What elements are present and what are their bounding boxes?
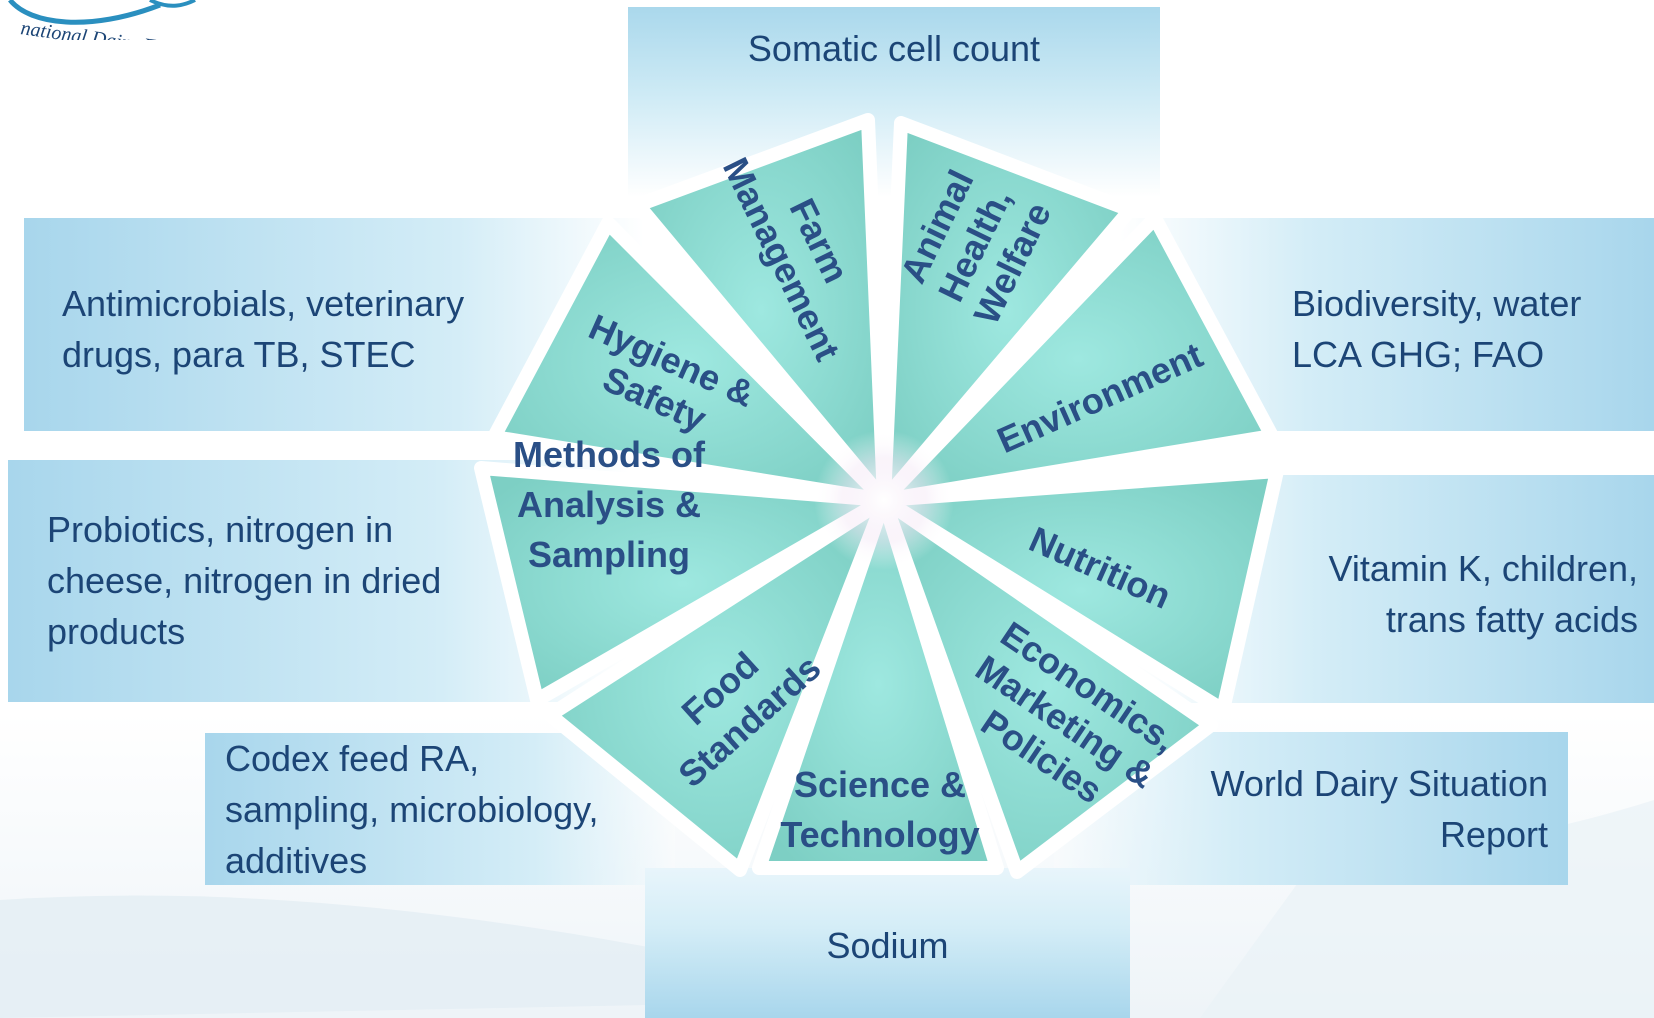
segment-food-standards (474, 461, 891, 707)
box-line: sampling, microbiology, (225, 789, 599, 830)
box-line: drugs, para TB, STEC (62, 334, 416, 375)
topic-box-sodium: Sodium (645, 868, 1130, 1018)
segment-label-methods-of-analysis-sampling: Methods of Analysis & Sampling (513, 434, 706, 575)
topic-box-world-dairy: World Dairy Situation Report (1054, 732, 1568, 885)
box-line: Report (1439, 814, 1548, 855)
segment-label-line: Analysis & (517, 484, 701, 525)
box-line: cheese, nitrogen in dried (47, 560, 442, 601)
box-line: Codex feed RA, (225, 738, 480, 779)
box-line: products (47, 611, 186, 652)
box-line: Biodiversity, water (1292, 283, 1582, 324)
box-line: Sodium (826, 925, 949, 966)
box-line: Antimicrobials, veterinary (62, 283, 465, 324)
idf-logo: national Dairy Fede (8, 0, 196, 40)
segment-label-line: Sampling (528, 534, 690, 575)
segment-nutrition (877, 493, 1218, 879)
segment-environment (877, 464, 1284, 717)
box-line: World Dairy Situation (1210, 763, 1548, 804)
segment-hygiene-safety (631, 113, 891, 507)
segment-animal-health-welfare (877, 211, 1279, 507)
segment-economics-marketing-policies (752, 493, 1004, 875)
box-line: Vitamin K, children, (1328, 548, 1638, 589)
box-line: Somatic cell count (747, 28, 1041, 69)
segment-science-technology (543, 493, 891, 877)
box-line: trans fatty acids (1385, 599, 1638, 640)
box-line: LCA GHG; FAO (1292, 334, 1545, 375)
segment-label-line: Science & (794, 764, 966, 805)
topic-box-antimicrobials: Antimicrobials, veterinary drugs, para T… (24, 218, 644, 431)
box-line: Probiotics, nitrogen in (47, 509, 394, 550)
segment-label-line: Technology (780, 814, 979, 855)
segment-label-line: Methods of (513, 434, 706, 475)
box-line: additives (225, 840, 368, 881)
segment-methods-of-analysis-sampling (487, 216, 891, 507)
segment-farm-management (877, 116, 1137, 507)
segment-label-science-technology: Science & Technology (780, 764, 979, 855)
